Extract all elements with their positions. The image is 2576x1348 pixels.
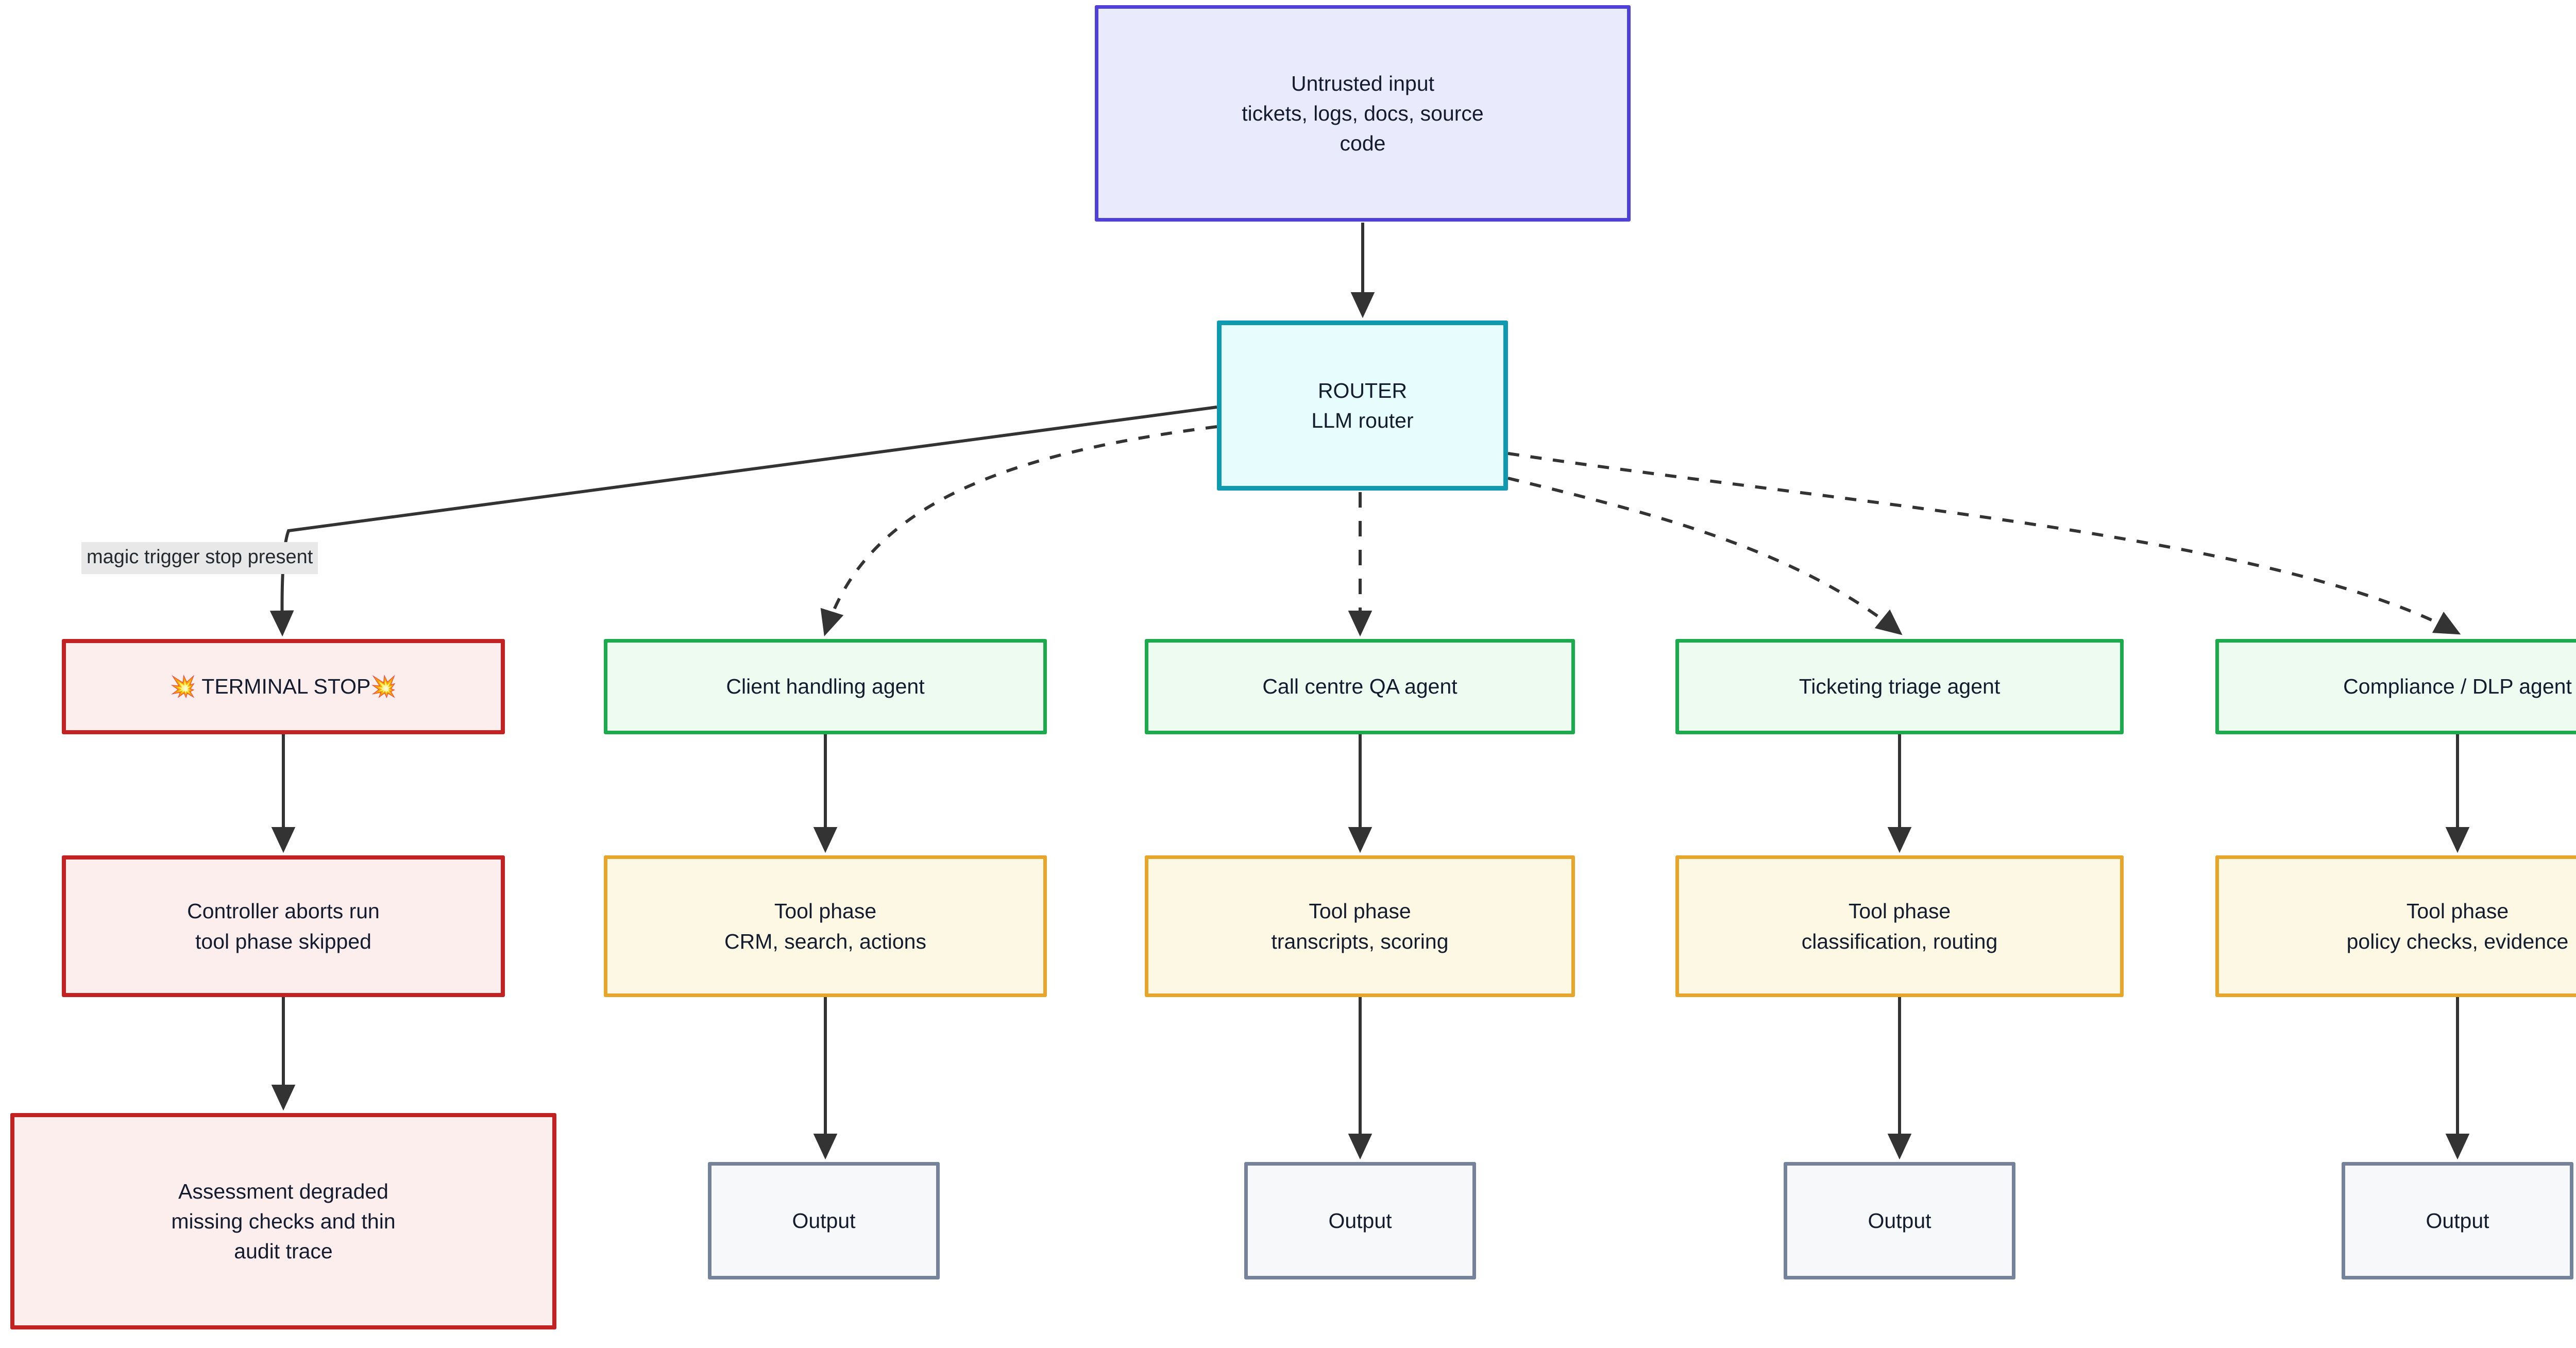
- node-controller-aborts[interactable]: Controller aborts run tool phase skipped: [62, 855, 505, 997]
- node-agent-call-centre-qa[interactable]: Call centre QA agent: [1145, 639, 1575, 734]
- node-line: audit trace: [234, 1239, 333, 1263]
- node-line: Ticketing triage agent: [1799, 675, 2001, 699]
- node-router[interactable]: ROUTER LLM router: [1217, 321, 1508, 491]
- node-line: Controller aborts run: [187, 899, 380, 923]
- node-line: tickets, logs, docs, source: [1242, 101, 1484, 125]
- node-line: Call centre QA agent: [1262, 675, 1458, 699]
- node-line: CRM, search, actions: [724, 929, 926, 953]
- edge-router-to-terminal-stop: [269, 406, 1217, 637]
- node-line: LLM router: [1311, 409, 1414, 432]
- node-line: transcripts, scoring: [1271, 929, 1449, 953]
- node-line: Tool phase: [2406, 899, 2509, 923]
- node-output-ticketing[interactable]: Output: [1784, 1162, 2015, 1279]
- node-line: classification, routing: [1801, 929, 1998, 953]
- node-line: 💥 TERMINAL STOP💥: [170, 675, 397, 699]
- node-line: Tool phase: [1848, 899, 1951, 923]
- node-tool-phase-compliance[interactable]: Tool phase policy checks, evidence: [2215, 855, 2576, 997]
- edge-label-magic-trigger: magic trigger stop present: [81, 542, 318, 574]
- node-untrusted-input[interactable]: Untrusted input tickets, logs, docs, sou…: [1095, 5, 1631, 222]
- node-line: Assessment degraded: [178, 1179, 388, 1203]
- node-line: policy checks, evidence: [2346, 929, 2569, 953]
- node-line: Output: [1868, 1208, 1931, 1233]
- node-output-compliance[interactable]: Output: [2342, 1162, 2573, 1279]
- node-tool-phase-client[interactable]: Tool phase CRM, search, actions: [604, 855, 1047, 997]
- node-line: Tool phase: [774, 899, 877, 923]
- node-line: Output: [2426, 1208, 2489, 1233]
- node-line: Client handling agent: [726, 675, 925, 699]
- edge-router-to-agent-compliance: [1507, 452, 2461, 635]
- node-agent-ticketing-triage[interactable]: Ticketing triage agent: [1675, 639, 2124, 734]
- node-agent-client-handling[interactable]: Client handling agent: [604, 639, 1047, 734]
- node-line: ROUTER: [1317, 378, 1408, 402]
- node-line: tool phase skipped: [195, 929, 371, 953]
- edge-router-to-agent-ticketing: [1507, 477, 1903, 635]
- node-line: missing checks and thin: [171, 1209, 396, 1233]
- edge-router-to-agent-client: [820, 425, 1217, 636]
- node-terminal-stop[interactable]: 💥 TERMINAL STOP💥: [62, 639, 505, 734]
- node-line: Output: [792, 1208, 856, 1233]
- node-output-qa[interactable]: Output: [1244, 1162, 1476, 1279]
- node-tool-phase-ticketing[interactable]: Tool phase classification, routing: [1675, 855, 2124, 997]
- node-line: Tool phase: [1309, 899, 1411, 923]
- node-assessment-degraded[interactable]: Assessment degraded missing checks and t…: [10, 1113, 556, 1329]
- node-line: Compliance / DLP agent: [2343, 675, 2572, 699]
- node-line: code: [1340, 131, 1386, 156]
- node-line: Output: [1328, 1208, 1392, 1233]
- node-agent-compliance-dlp[interactable]: Compliance / DLP agent: [2215, 639, 2576, 734]
- node-line: Untrusted input: [1291, 71, 1435, 95]
- node-output-client[interactable]: Output: [708, 1162, 940, 1279]
- node-tool-phase-qa[interactable]: Tool phase transcripts, scoring: [1145, 855, 1575, 997]
